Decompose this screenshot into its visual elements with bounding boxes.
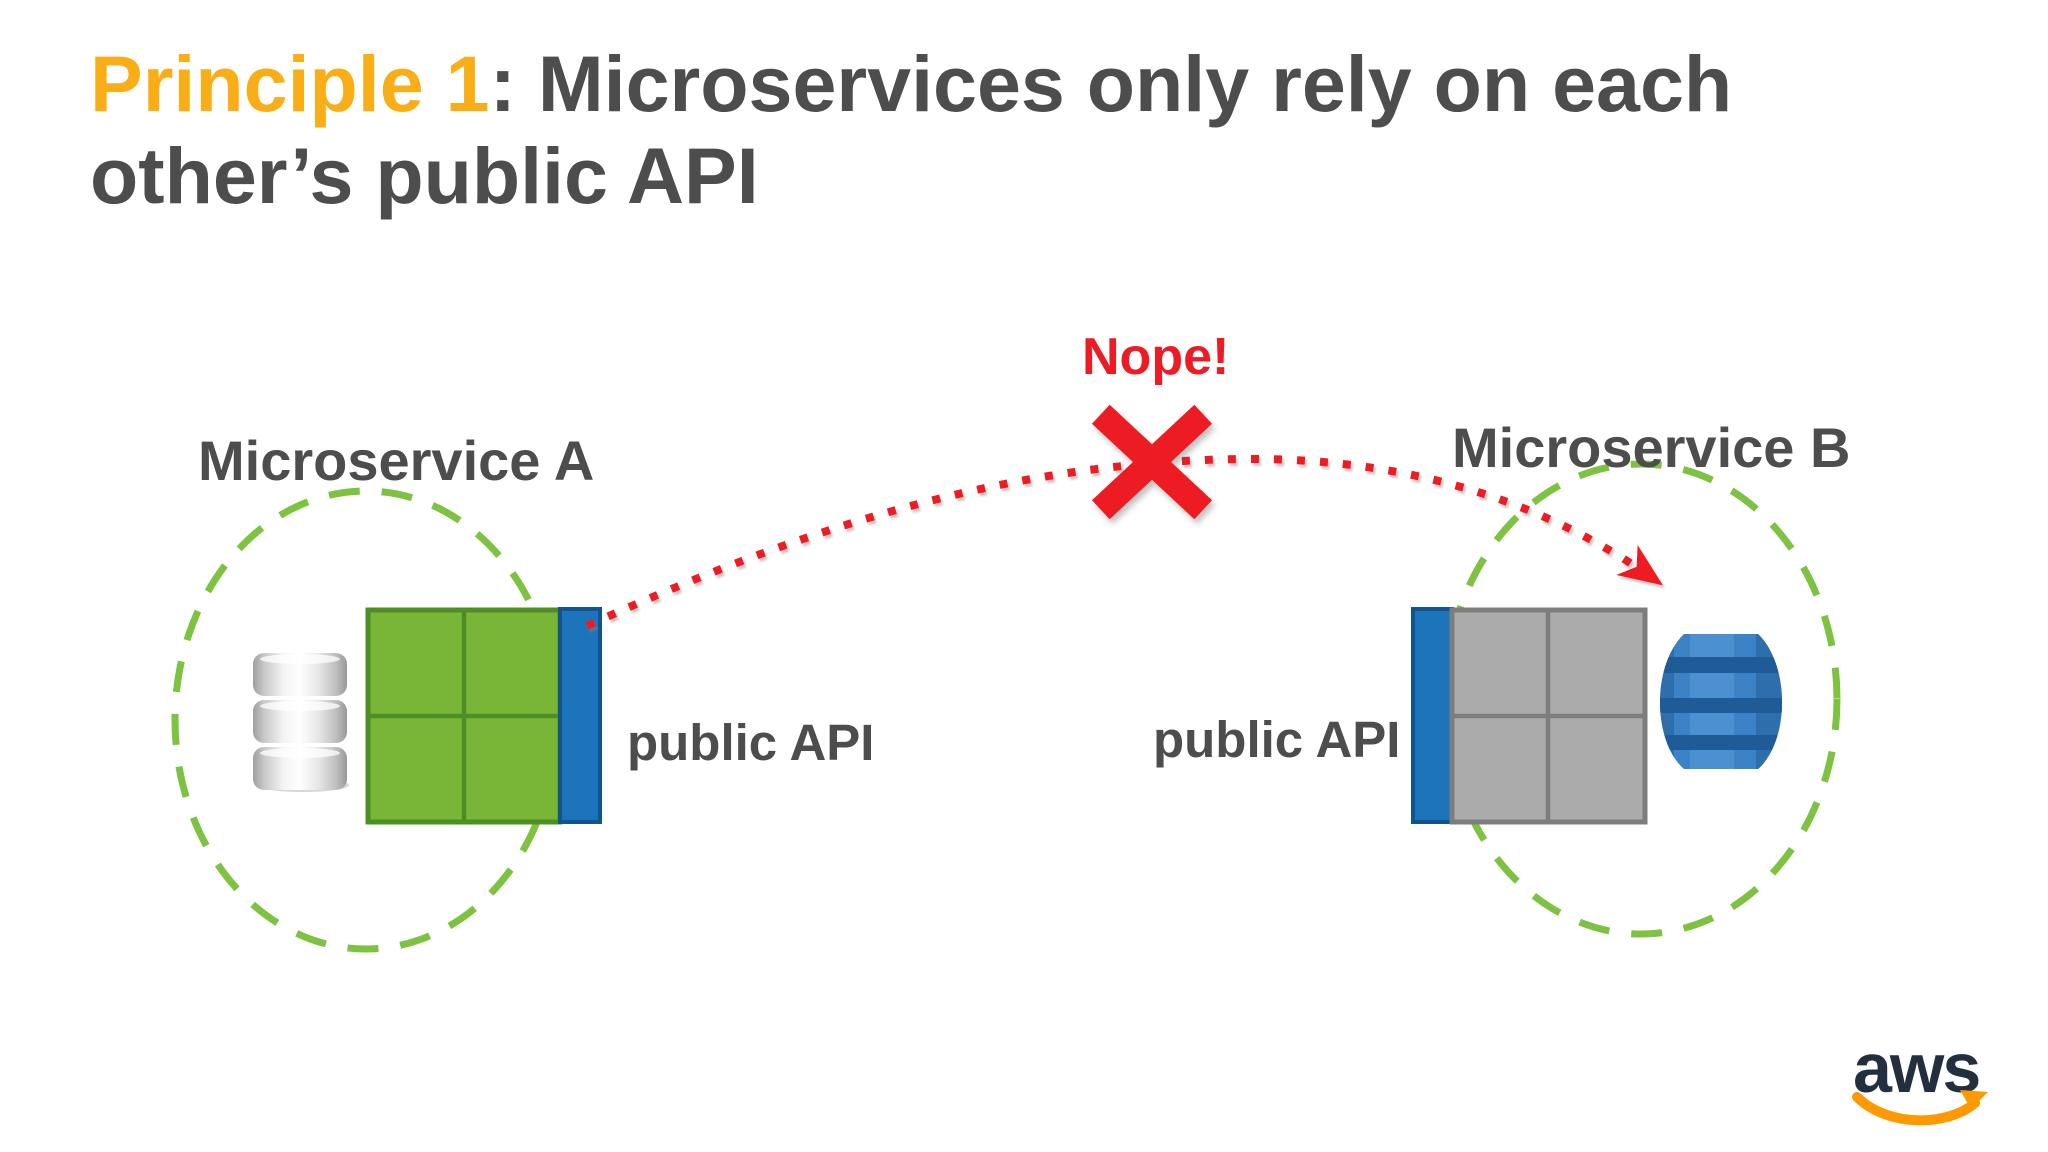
microservice-b-label: Microservice B [1452,416,1851,479]
x-mark-icon [1091,404,1213,520]
public-api-label-b: public API [1153,711,1401,768]
slide-title: Principle 1: Microservices only rely on … [90,38,1810,222]
nope-annotation: Nope! [1082,328,1230,386]
microservice-b-boundary-circle [1441,460,1841,938]
microservice-b-module [1411,607,1648,825]
aws-smile-icon [1852,1090,1988,1126]
microservice-a-module [365,607,602,825]
forbidden-dependency-arrow [585,454,1663,630]
title-rest: : Microservices only rely on each [489,39,1733,128]
dynamodb-icon [1660,634,1782,769]
slide-title-line2: other’s public API [90,131,759,220]
public-api-bar [558,607,602,824]
title-accent: Principle 1 [90,39,490,128]
aws-logo-text: aws [1853,1029,1981,1107]
aws-logo: aws [1852,1029,2003,1143]
public-api-bar [1411,607,1454,824]
database-cylinder-icon [253,653,349,792]
microservice-a-label: Microservice A [198,429,595,492]
slide-title-line1: Principle 1: Microservices only rely on … [90,38,1810,130]
public-api-label-a: public API [627,714,875,771]
